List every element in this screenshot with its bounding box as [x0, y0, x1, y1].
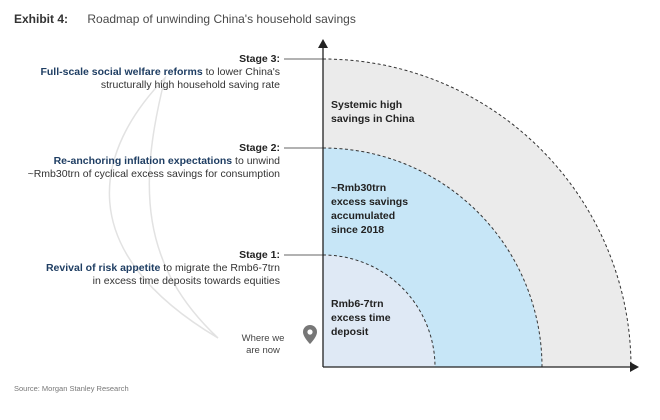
y-axis-arrowhead: [318, 39, 328, 48]
stage-2-block: Stage 2: Re-anchoring inflation expectat…: [28, 142, 280, 181]
inner-region: [323, 255, 435, 367]
exhibit-title: Roadmap of unwinding China's household s…: [87, 12, 356, 26]
swoosh-arrow-outline: [108, 75, 219, 339]
inner-arc: [322, 254, 436, 368]
where-we-are-now-line1: Where we: [241, 333, 285, 344]
stage-3-text: to lower China's: [205, 66, 280, 78]
stage-3-highlight: Full-scale social welfare reforms: [40, 66, 203, 78]
location-pin-icon: [303, 325, 317, 344]
x-axis-arrowhead: [630, 362, 639, 372]
stage-3-text-line2: structurally high household saving rate: [100, 79, 280, 91]
outer-region-label: Systemic high savings in China: [331, 99, 415, 125]
where-we-are-now-label: Where we are now: [238, 333, 288, 357]
stage-1-text: to migrate the Rmb6-7trn: [163, 262, 280, 274]
stage-2-label: Stage 2:: [239, 142, 280, 154]
source-note: Source: Morgan Stanley Research: [14, 384, 129, 393]
stage-3-label: Stage 3:: [239, 53, 280, 65]
stage-1-highlight: Revival of risk appetite: [45, 262, 161, 274]
exhibit-number: Exhibit 4:: [14, 12, 69, 26]
stage-1-text-line2: in excess time deposits towards equities: [92, 275, 280, 287]
stage-2-highlight: Re-anchoring inflation expectations: [53, 155, 233, 167]
middle-region-label: ~Rmb30trn excess savings accumulated sin…: [331, 182, 411, 236]
where-we-are-now-line2: are now: [246, 345, 280, 356]
inner-region-label: Rmb6-7trn excess time deposit: [331, 298, 393, 338]
stage-3-block: Stage 3: Full-scale social welfare refor…: [40, 53, 280, 92]
stage-2-text-line2: ~Rmb30trn of cyclical excess savings for…: [27, 168, 280, 180]
stage-2-text: to unwind: [235, 155, 280, 167]
stage-1-block: Stage 1: Revival of risk appetite to mig…: [46, 249, 280, 288]
middle-arc: [322, 147, 543, 368]
stage-1-label: Stage 1:: [239, 249, 280, 261]
exhibit-header: Exhibit 4: Roadmap of unwinding China's …: [14, 12, 356, 26]
